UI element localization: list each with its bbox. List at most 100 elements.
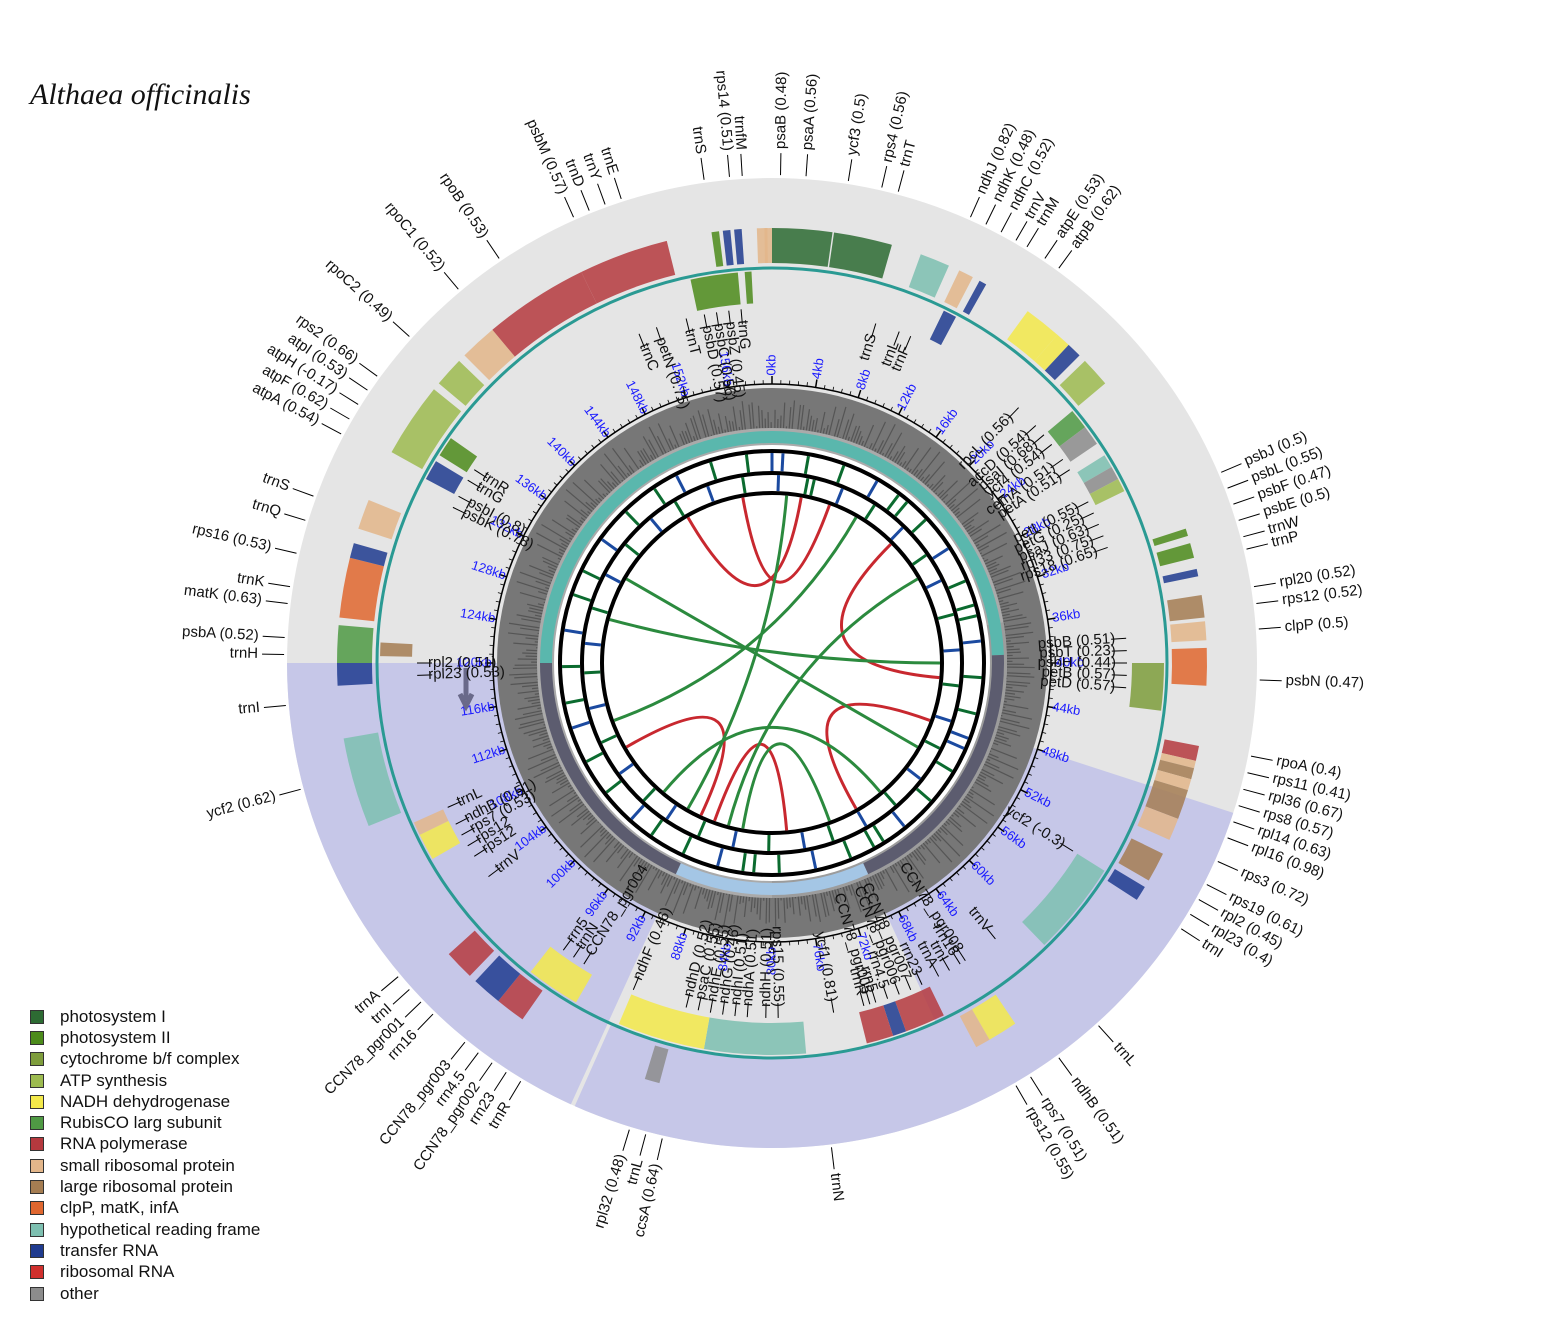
gene-label-leader [274, 547, 297, 554]
gene-label-inner-leader [893, 980, 900, 995]
gc-bar [600, 478, 613, 492]
legend-label: small ribosomal protein [60, 1155, 235, 1175]
gc-bar [926, 838, 932, 844]
gc-bar [825, 424, 829, 435]
gene-block-outer [358, 500, 402, 540]
gene-label-inner-leader [1111, 674, 1127, 676]
gc-bar [620, 848, 629, 860]
gc-bar [575, 527, 579, 531]
gc-bar [689, 883, 692, 887]
kb-tick-label: 0kb [763, 355, 778, 376]
gene-block-outer [1161, 739, 1200, 761]
gc-bar [625, 860, 646, 891]
gc-bar [573, 791, 577, 795]
gc-bar [987, 563, 1000, 570]
gc-bar [750, 897, 753, 913]
gene-label-inner-leader [685, 318, 691, 334]
gc-bar [639, 459, 645, 467]
gene-label-leader [1256, 600, 1279, 605]
gene-block-inner [413, 809, 449, 835]
gc-bar [682, 882, 689, 896]
gene-label-leader [1233, 496, 1255, 505]
gc-bar [508, 622, 540, 629]
gc-bar [713, 419, 718, 435]
gc-bar [582, 812, 592, 821]
gc-bar [531, 687, 539, 690]
gc-bar [580, 819, 598, 835]
gc-bar [522, 684, 539, 688]
gc-bar [585, 501, 595, 510]
gc-bar [998, 600, 1004, 603]
gc-bar [844, 413, 855, 440]
gene-label-leader [1238, 805, 1260, 813]
direction-arrow-icon [457, 668, 475, 712]
gc-bar [607, 481, 615, 490]
gene-block-inner [618, 994, 710, 1050]
gene-label-inner-leader [893, 331, 900, 346]
gc-bar [710, 890, 717, 909]
gene-label-inner: trnR [846, 966, 870, 998]
gc-bar [602, 493, 607, 498]
gene-block-outer [944, 270, 973, 309]
gene-label: psbM (0.57) [523, 117, 571, 197]
gc-bar [995, 580, 1026, 592]
repeat-mark [925, 579, 942, 589]
gc-bar [943, 822, 948, 827]
gc-bar [558, 551, 564, 556]
gc-bar [874, 873, 883, 890]
gc-bar [1001, 712, 1033, 720]
gc-bar [864, 878, 874, 898]
gene-block-outer [722, 230, 734, 266]
gc-bar [882, 870, 885, 874]
gc-bar [965, 795, 995, 817]
gene-block-outer [959, 1009, 990, 1048]
gene-label-leader [1217, 861, 1239, 871]
gc-bar [521, 618, 541, 623]
repeat-mark [835, 488, 844, 505]
gc-bar [723, 894, 731, 926]
gc-bar [580, 509, 589, 517]
gc-bar [1005, 689, 1024, 693]
gc-bar [814, 418, 818, 433]
gc-bar [855, 430, 862, 444]
gene-block-outer [1170, 621, 1207, 643]
legend-item: ATP synthesis [30, 1070, 260, 1091]
gene-label-leader [1015, 221, 1028, 241]
gc-bar [926, 484, 930, 487]
gc-bar [915, 468, 923, 478]
gc-bar [788, 407, 792, 429]
repeat-mark [935, 760, 953, 773]
gc-bar [884, 868, 898, 891]
gc-bar [599, 827, 606, 833]
legend-label: large ribosomal protein [60, 1177, 233, 1197]
gene-label-inner-leader [467, 837, 481, 847]
gc-bar [753, 897, 756, 909]
gc-bar [990, 747, 1017, 759]
gc-bar [988, 753, 999, 759]
gene-label-leader [622, 1129, 630, 1151]
legend-label: ATP synthesis [60, 1070, 168, 1090]
gene-label-leader [404, 1001, 422, 1018]
gc-bar [956, 498, 981, 519]
gc-bar [800, 405, 805, 430]
gc-bar [621, 479, 624, 482]
gc-bar [569, 801, 583, 812]
gc-bar [584, 805, 587, 808]
gc-bar [889, 865, 895, 874]
gc-bar [913, 849, 926, 865]
gc-bar [876, 440, 885, 454]
gc-bar [899, 859, 919, 889]
gene-label: trnT [896, 138, 919, 168]
gc-bar [668, 438, 675, 450]
gc-bar [819, 411, 826, 434]
gene-label-leader [1058, 250, 1073, 269]
gene-label-leader [1243, 530, 1265, 538]
gc-bar [896, 451, 906, 465]
legend-swatch [30, 1180, 44, 1195]
gc-bar [858, 435, 863, 445]
gene-label: trnN [827, 1172, 847, 1202]
gene-label-leader [727, 154, 730, 177]
gc-bar [1005, 692, 1016, 695]
gc-bar [899, 462, 903, 467]
genome-backbone [375, 266, 1169, 1060]
